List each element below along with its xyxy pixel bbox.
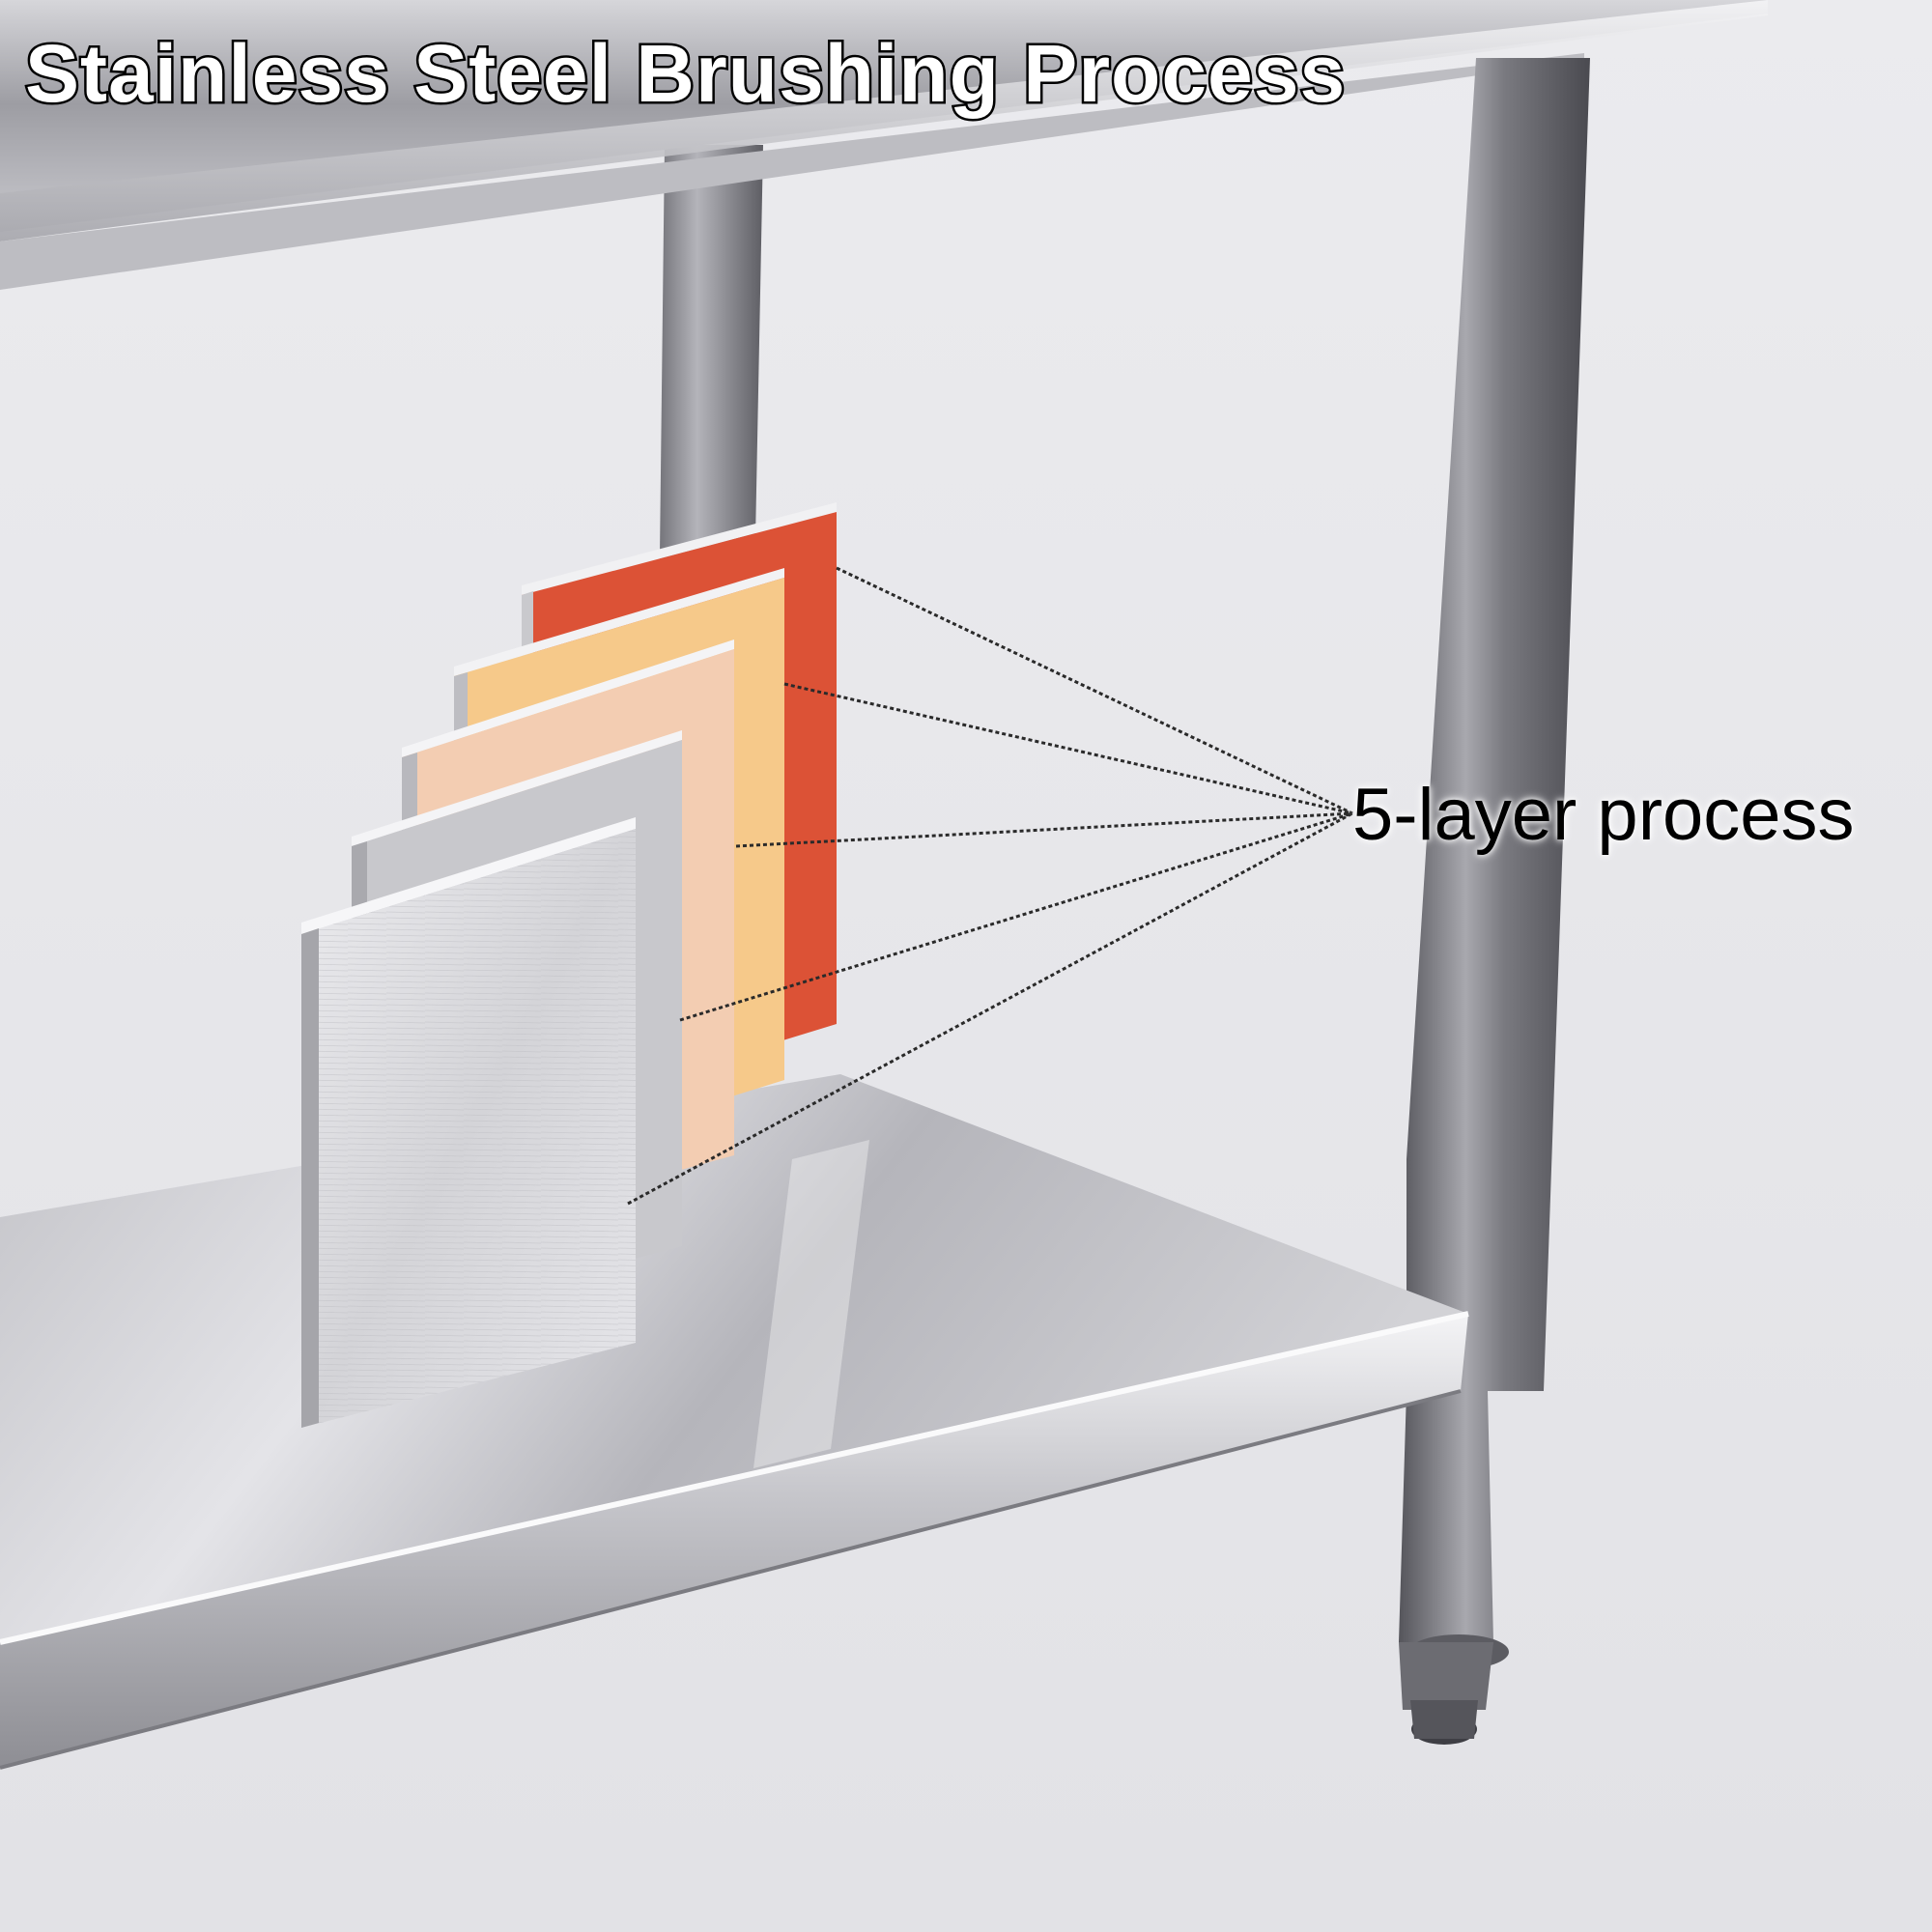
leader-line-gold (783, 682, 1353, 815)
top-shelf (0, 0, 1768, 290)
leader-lines (627, 566, 1353, 1206)
leader-line-red (836, 566, 1353, 815)
layer-stack (301, 502, 837, 1428)
page-title: Stainless Steel Brushing Process (22, 26, 1347, 122)
layer-brushed-steel (301, 817, 636, 1428)
leader-line-peach (735, 811, 1353, 848)
leader-line-silver (679, 811, 1353, 1022)
table-leg-front (1399, 58, 1590, 1745)
layer-callout-label: 5-layer process (1352, 774, 1855, 856)
leader-line-steel (627, 811, 1353, 1206)
